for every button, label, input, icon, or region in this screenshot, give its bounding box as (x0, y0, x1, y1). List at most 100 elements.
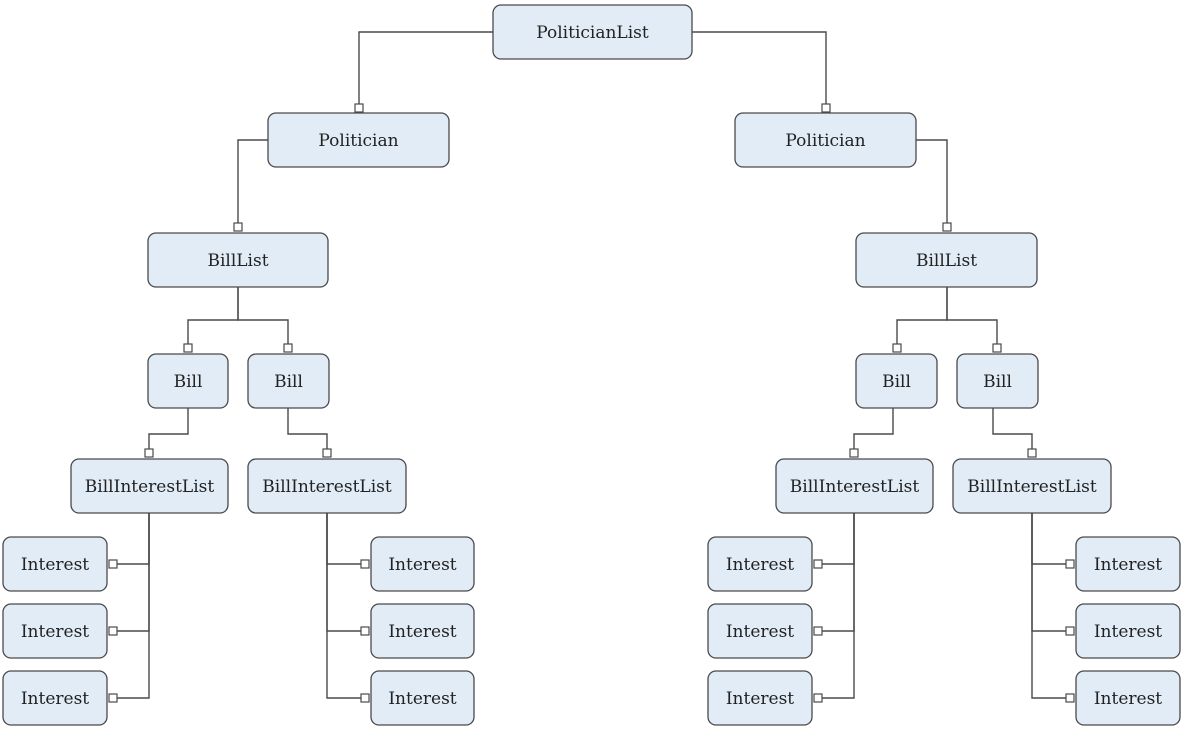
node-i10: Interest (1075, 536, 1181, 592)
port-i10 (1065, 559, 1075, 569)
node-box (956, 353, 1039, 409)
diagram-connectors (113, 31, 1070, 699)
connector-bilLR-to-i6 (326, 513, 365, 699)
connector-bilLL-to-i1 (113, 513, 150, 565)
port-bLL (183, 343, 193, 353)
node-box (734, 112, 917, 168)
port-i6 (360, 693, 370, 703)
node-box (855, 353, 938, 409)
node-bilLL: BillInterestList (70, 458, 229, 514)
node-label: BillInterestList (790, 477, 920, 497)
node-label: Interest (1094, 622, 1162, 642)
node-box (147, 353, 229, 409)
node-label: Bill (274, 372, 303, 392)
connector-bilLL-to-i3 (113, 513, 150, 699)
connector-blL-to-bLR (237, 287, 289, 348)
connector-root-to-pR (692, 31, 827, 108)
node-box (1075, 536, 1181, 592)
node-label: Politician (318, 131, 398, 151)
connector-blR-to-bRR (946, 287, 998, 348)
port-bilRL (849, 448, 859, 458)
node-box (1075, 603, 1181, 659)
node-i8: Interest (707, 603, 813, 659)
connector-bilRR-to-i12 (1031, 513, 1070, 699)
connector-blR-to-bRL (896, 287, 948, 348)
connector-bilRL-to-i8 (818, 513, 855, 632)
node-i3: Interest (2, 670, 108, 726)
node-i12: Interest (1075, 670, 1181, 726)
node-i2: Interest (2, 603, 108, 659)
port-bilLL (144, 448, 154, 458)
node-i11: Interest (1075, 603, 1181, 659)
port-bilLR (322, 448, 332, 458)
node-box (492, 4, 693, 60)
node-label: Interest (21, 555, 89, 575)
port-bRL (892, 343, 902, 353)
node-i7: Interest (707, 536, 813, 592)
node-label: Interest (1094, 689, 1162, 709)
connector-bLL-to-bilLL (148, 408, 189, 453)
connector-bilLR-to-i5 (326, 513, 365, 632)
node-box (370, 603, 475, 659)
port-bRR (992, 343, 1002, 353)
connector-bilRL-to-i7 (818, 513, 855, 565)
node-i1: Interest (2, 536, 108, 592)
node-box (70, 458, 229, 514)
connector-bilRR-to-i10 (1031, 513, 1070, 565)
node-label: BillInterestList (967, 477, 1097, 497)
node-box (952, 458, 1112, 514)
node-box (707, 603, 813, 659)
node-blR: BillList (855, 232, 1038, 288)
port-blL (233, 222, 243, 232)
node-pR: Politician (734, 112, 917, 168)
connector-bLR-to-bilLR (287, 408, 328, 453)
node-i5: Interest (370, 603, 475, 659)
connector-root-to-pL (358, 31, 493, 108)
connector-bRR-to-bilRR (992, 408, 1033, 453)
node-label: BillList (916, 251, 977, 271)
node-label: Politician (785, 131, 865, 151)
node-label: Interest (21, 622, 89, 642)
node-i9: Interest (707, 670, 813, 726)
node-box (370, 536, 475, 592)
node-box (147, 232, 329, 288)
node-i6: Interest (370, 670, 475, 726)
node-bilRL: BillInterestList (775, 458, 934, 514)
node-i4: Interest (370, 536, 475, 592)
node-box (1075, 670, 1181, 726)
port-blR (942, 222, 952, 232)
port-i7 (813, 559, 823, 569)
node-bilRR: BillInterestList (952, 458, 1112, 514)
node-bLL: Bill (147, 353, 229, 409)
connector-bilRL-to-i9 (818, 513, 855, 699)
node-label: Interest (21, 689, 89, 709)
connector-pL-to-blL (237, 139, 268, 227)
port-pL (354, 103, 364, 113)
node-bLR: Bill (247, 353, 330, 409)
node-label: BillList (207, 251, 268, 271)
node-box (267, 112, 450, 168)
node-pL: Politician (267, 112, 450, 168)
node-box (855, 232, 1038, 288)
node-box (775, 458, 934, 514)
node-label: BillInterestList (85, 477, 215, 497)
connector-pR-to-blR (916, 139, 948, 227)
node-label: BillInterestList (262, 477, 392, 497)
node-label: Interest (388, 555, 456, 575)
node-label: Bill (983, 372, 1012, 392)
node-box (2, 536, 108, 592)
node-label: Interest (388, 622, 456, 642)
node-label: Bill (882, 372, 911, 392)
node-box (2, 603, 108, 659)
node-blL: BillList (147, 232, 329, 288)
connector-bilLR-to-i4 (326, 513, 365, 565)
node-box (2, 670, 108, 726)
node-label: Interest (726, 622, 794, 642)
node-box (707, 670, 813, 726)
node-label: Interest (726, 689, 794, 709)
node-label: Bill (174, 372, 203, 392)
node-box (247, 353, 330, 409)
port-i9 (813, 693, 823, 703)
port-bilRR (1027, 448, 1037, 458)
